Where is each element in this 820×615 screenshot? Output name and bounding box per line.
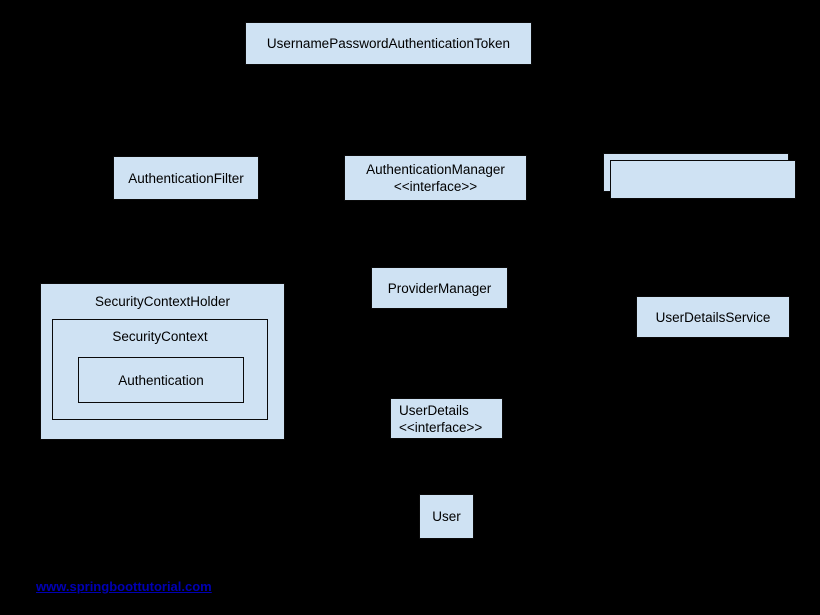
watermark-link[interactable]: www.springboottutorial.com xyxy=(36,579,212,594)
node-label: UserDetailsService xyxy=(655,309,771,325)
node-label: User xyxy=(432,509,461,524)
node-label: SecurityContext xyxy=(112,329,208,344)
node-label: AuthenticationFilter xyxy=(128,170,244,186)
node-authentication-providers: AuthenticationProvider(s) xyxy=(0,0,187,40)
node-authentication-providers-stack-middle xyxy=(610,160,796,199)
node-label: ProviderManager xyxy=(387,280,492,296)
node-user-details-service: UserDetailsService xyxy=(636,296,790,338)
node-authentication-manager: AuthenticationManager <<interface>> xyxy=(344,155,527,201)
node-label-line2: <<interface>> xyxy=(399,419,483,435)
node-user-details: UserDetails <<interface>> xyxy=(390,398,503,439)
node-provider-manager: ProviderManager xyxy=(371,267,508,309)
node-label-line1: AuthenticationManager xyxy=(366,162,505,177)
node-security-context-holder: SecurityContextHolder SecurityContext Au… xyxy=(40,283,285,440)
node-label-line2: <<interface>> xyxy=(393,179,478,194)
node-label-line1: UserDetails xyxy=(399,402,469,418)
node-authentication: Authentication xyxy=(78,357,244,403)
node-security-context: SecurityContext Authentication xyxy=(52,319,268,420)
node-user: User xyxy=(419,494,474,539)
node-label: SecurityContextHolder xyxy=(94,294,231,309)
node-authentication-filter: AuthenticationFilter xyxy=(113,156,259,200)
node-label: Authentication xyxy=(118,372,204,388)
node-username-password-authentication-token: UsernamePasswordAuthenticationToken xyxy=(245,22,532,65)
node-label: AuthenticationProvider(s) xyxy=(17,12,170,28)
node-label: UsernamePasswordAuthenticationToken xyxy=(266,36,511,51)
